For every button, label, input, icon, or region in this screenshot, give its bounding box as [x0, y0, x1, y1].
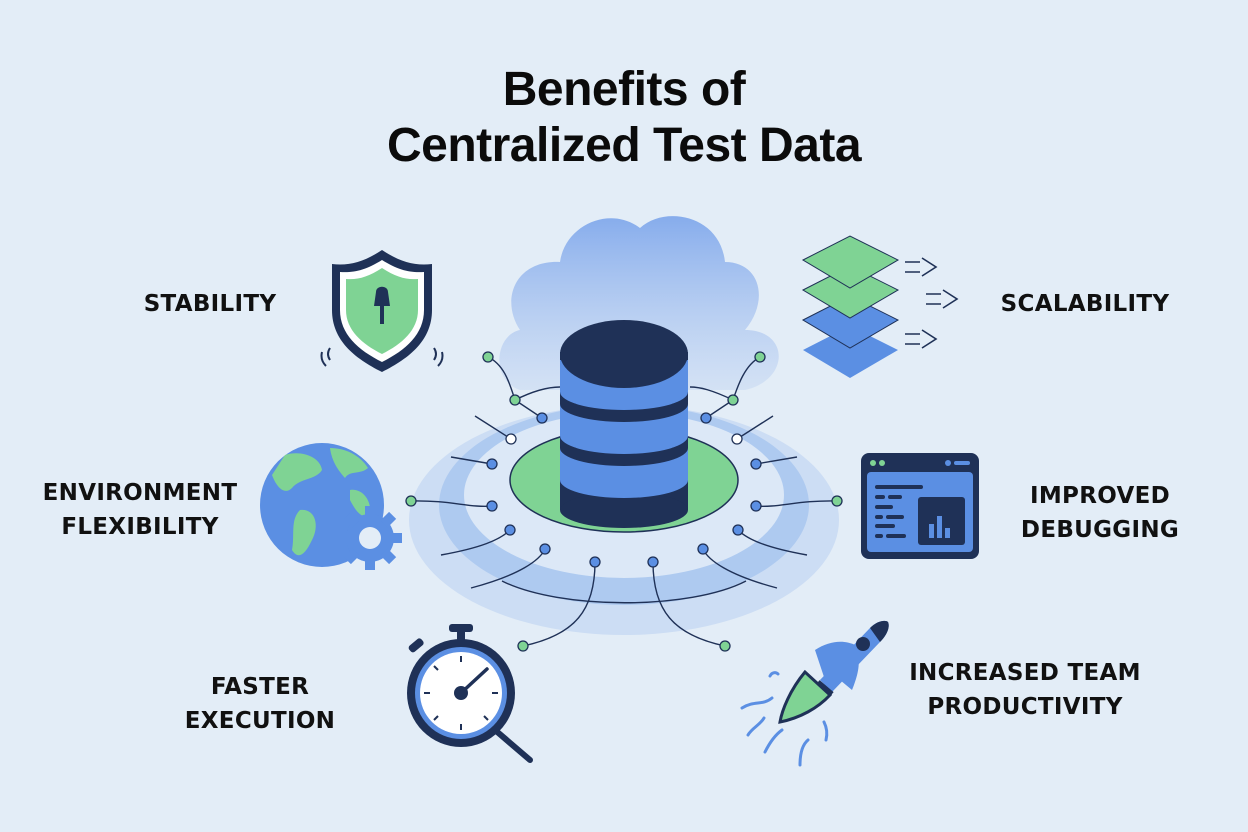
shield-lock-icon: [320, 250, 444, 372]
stacked-layers-icon: [801, 235, 959, 378]
dashboard-window-icon: [861, 453, 979, 559]
database-icon: [560, 320, 688, 528]
connector-nodes: [405, 351, 843, 652]
benefit-label-stability: STABILITY: [143, 291, 277, 317]
rocket-icon: [740, 620, 889, 767]
stopwatch-icon: [407, 624, 533, 763]
title-line-2: Centralized Test Data: [386, 119, 862, 172]
benefit-label-scalability: SCALABILITY: [1000, 291, 1170, 317]
page-title: Benefits of Centralized Test Data: [0, 62, 1248, 174]
benefit-label-environment-flexibility: ENVIRONMENT FLEXIBILITY: [42, 480, 238, 540]
benefit-label-improved-debugging: IMPROVED DEBUGGING: [1020, 483, 1180, 543]
title-line-1: Benefits of: [502, 63, 746, 116]
benefit-label-increased-team-productivity: INCREASED TEAM PRODUCTIVITY: [909, 660, 1141, 720]
arrow-icons: [905, 257, 959, 349]
globe-gear-icon: [260, 443, 402, 570]
benefit-label-faster-execution: FASTER EXECUTION: [184, 674, 336, 734]
